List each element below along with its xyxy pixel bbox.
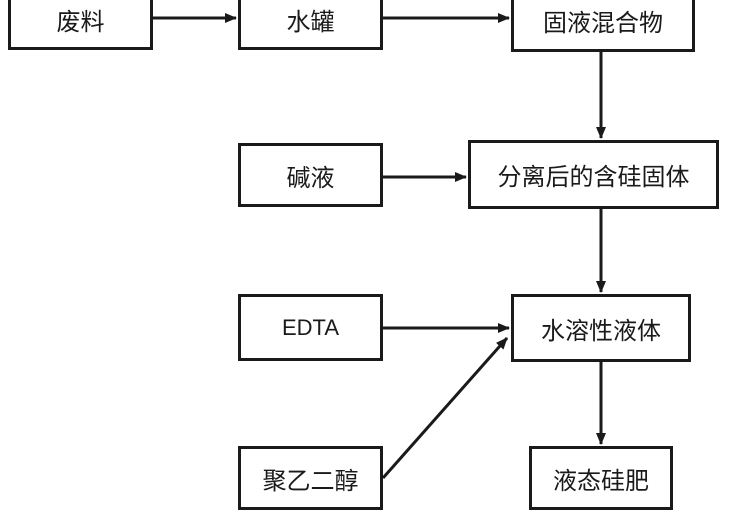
node-peg: 聚乙二醇: [238, 446, 383, 510]
node-edta: EDTA: [238, 294, 383, 361]
node-alkali: 碱液: [238, 143, 383, 207]
arrow-peg-to-liquid: [381, 337, 509, 479]
node-water-tank: 水罐: [238, 0, 383, 50]
node-liquid-fertilizer: 液态硅肥: [529, 446, 673, 510]
node-water-soluble-liquid: 水溶性液体: [511, 294, 691, 362]
node-solid-liquid-mixture: 固液混合物: [511, 0, 695, 52]
node-waste: 废料: [8, 0, 153, 50]
node-separated-solid: 分离后的含硅固体: [468, 140, 719, 209]
